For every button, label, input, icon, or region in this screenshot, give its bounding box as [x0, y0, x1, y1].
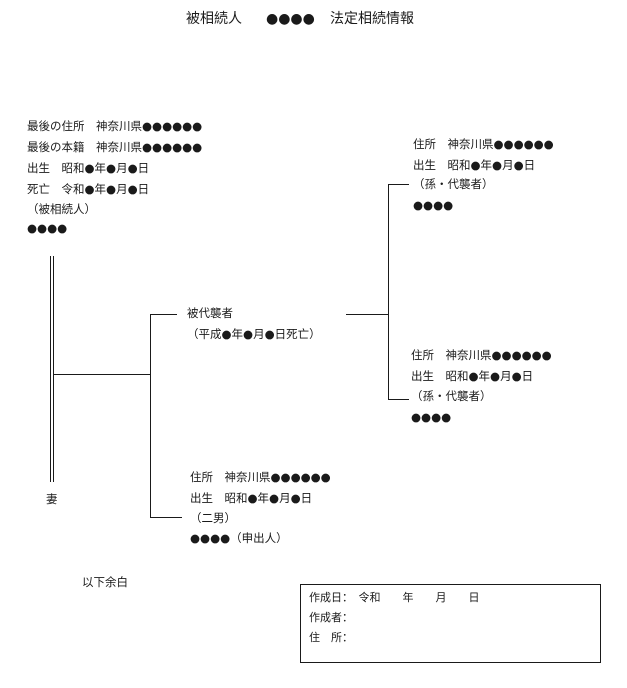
grandchild1-address: 住所 神奈川県●●●●●● [413, 137, 554, 151]
grandchild1-connector [388, 184, 409, 185]
grandchildren-connector-horizontal [346, 314, 389, 315]
decedent-birth: 出生 昭和●年●月●日 [27, 161, 150, 175]
children-connector-horizontal [54, 374, 151, 375]
grandchild1-name: ●●●● [413, 198, 454, 212]
son2-address: 住所 神奈川県●●●●●● [190, 470, 331, 484]
grandchild2-name: ●●●● [411, 410, 452, 424]
son2-name-line: ●●●●（申出人） [190, 531, 288, 545]
spouse-label: 妻 [46, 492, 58, 506]
decedent-role: （被相続人） [27, 202, 96, 216]
title-decedent-name: ●●●● [266, 11, 315, 27]
creator-address-line: 住 所： [309, 631, 353, 644]
children-connector-vertical [150, 314, 151, 518]
remainder-note: 以下余白 [82, 575, 128, 589]
grandchild2-address: 住所 神奈川県●●●●●● [411, 348, 552, 362]
grandchild2-birth: 出生 昭和●年●月●日 [411, 369, 534, 383]
marriage-line-right [53, 256, 54, 482]
grandchild2-role: （孫・代襲者） [411, 389, 492, 403]
decedent-death: 死亡 令和●年●月●日 [27, 182, 150, 196]
decedent-last-domicile: 最後の本籍 神奈川県●●●●●● [27, 140, 203, 154]
predeceased-death: （平成●年●月●日死亡） [187, 327, 321, 341]
grandchild2-connector [388, 399, 409, 400]
son2-role: （二男） [190, 511, 236, 525]
predeceased-connector [150, 314, 177, 315]
predeceased-label: 被代襲者 [187, 306, 233, 320]
grandchild1-birth: 出生 昭和●年●月●日 [413, 158, 536, 172]
son2-birth: 出生 昭和●年●月●日 [190, 491, 313, 505]
title-suffix: 法定相続情報 [330, 11, 414, 27]
grandchildren-connector-vertical [388, 184, 389, 400]
marriage-line-left [50, 256, 51, 482]
title-prefix: 被相続人 [186, 11, 242, 27]
creator-date-line: 作成日： 令和 年 月 日 [309, 591, 480, 604]
decedent-name: ●●●● [27, 221, 68, 235]
decedent-last-address: 最後の住所 神奈川県●●●●●● [27, 119, 203, 133]
grandchild1-role: （孫・代襲者） [413, 177, 494, 191]
creator-name-line: 作成者： [309, 611, 353, 624]
son2-connector [150, 517, 182, 518]
creator-box: 作成日： 令和 年 月 日 作成者： 住 所： [300, 584, 601, 663]
